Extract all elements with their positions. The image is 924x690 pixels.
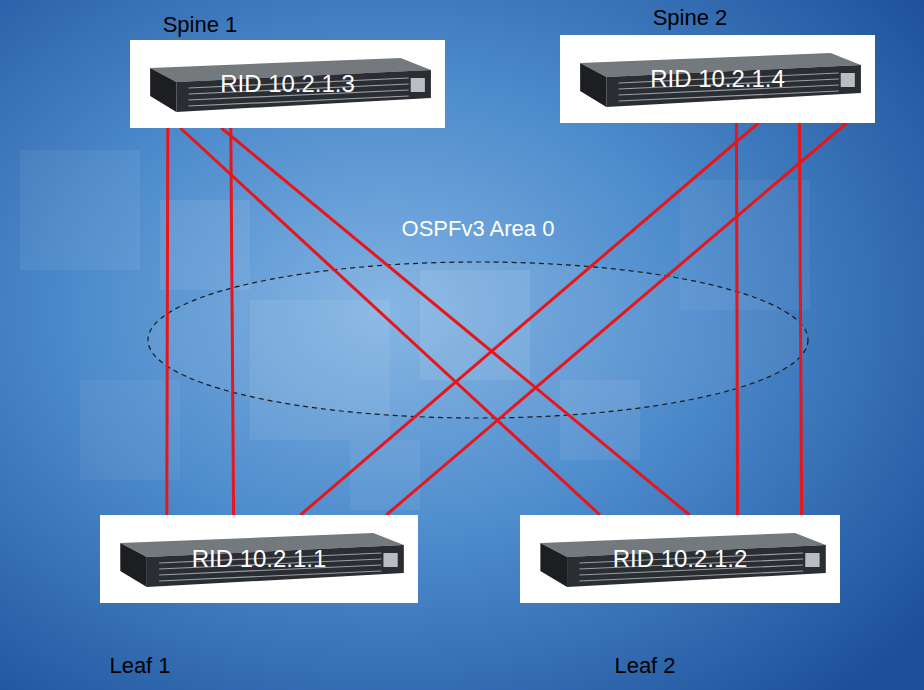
link-line <box>180 128 600 515</box>
router-id: RID 10.2.1.3 <box>220 70 355 98</box>
switch-name: Spine 2 <box>653 5 728 31</box>
leaf-switch-box: RID 10.2.1.2Leaf 2 <box>520 515 840 603</box>
spine-switch-box: RID 10.2.1.4Spine 2 <box>560 35 875 123</box>
link-line <box>736 123 737 515</box>
link-line <box>386 123 846 515</box>
router-id: RID 10.2.1.4 <box>650 65 785 93</box>
leaf-switch-box: RID 10.2.1.1Leaf 1 <box>100 515 418 603</box>
switch-shape <box>580 53 861 107</box>
router-id-holder: RID 10.2.1.1 <box>100 515 418 603</box>
router-id: RID 10.2.1.2 <box>613 545 748 573</box>
router-id-holder: RID 10.2.1.3 <box>130 40 445 128</box>
switch-name: Leaf 1 <box>109 653 170 679</box>
spine-switch-box: RID 10.2.1.3Spine 1 <box>130 40 445 128</box>
link-line <box>799 123 801 515</box>
link-line <box>167 128 168 515</box>
switch-shape <box>540 533 825 587</box>
link-line <box>300 123 758 515</box>
switch-shape <box>150 58 431 112</box>
switch-shape <box>120 533 404 587</box>
router-id-holder: RID 10.2.1.4 <box>560 35 875 123</box>
switch-name: Spine 1 <box>163 12 238 38</box>
router-id: RID 10.2.1.1 <box>192 545 327 573</box>
link-line <box>231 128 234 515</box>
area-label: OSPFv3 Area 0 <box>402 216 555 242</box>
switch-name: Leaf 2 <box>614 653 675 679</box>
router-id-holder: RID 10.2.1.2 <box>520 515 840 603</box>
